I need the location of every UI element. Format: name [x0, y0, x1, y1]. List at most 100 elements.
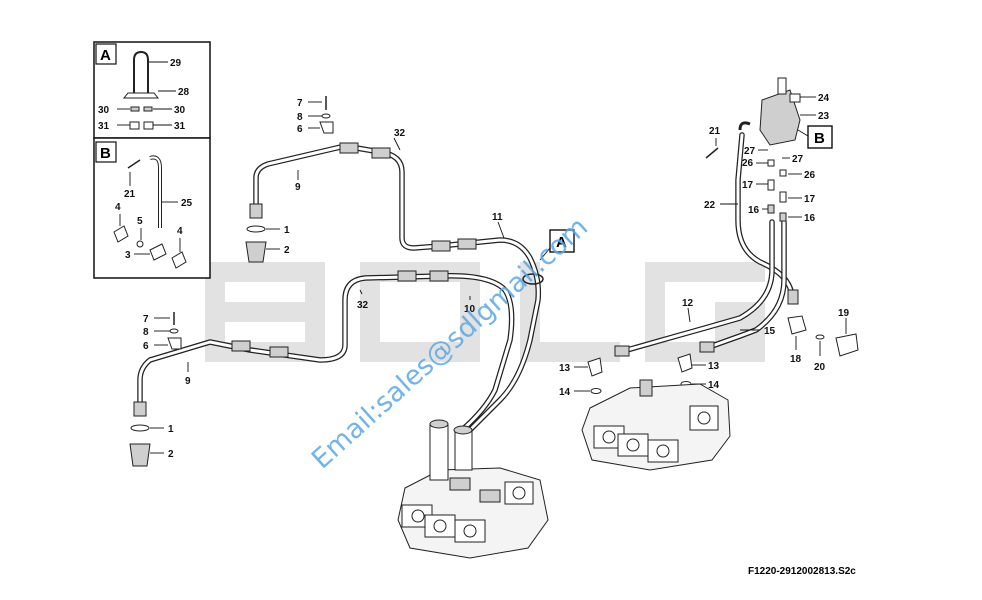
part-label-b5: 5: [137, 216, 143, 227]
part-label-31b: 31: [174, 121, 186, 132]
part-label-r16b: 16: [804, 213, 816, 224]
control-valve-left: [397, 419, 549, 559]
drawing-reference-code: F1220-2912002813.S2c: [748, 566, 856, 577]
o-ring-5: [136, 240, 144, 248]
part-label-25: 25: [181, 198, 193, 209]
part-label-30a: 30: [98, 105, 110, 116]
part-label-ll8: 8: [143, 327, 149, 338]
tee-19: [835, 333, 859, 357]
part-label-b4a: 4: [115, 202, 121, 213]
part-label-r26b: 26: [804, 170, 816, 181]
bolt-21-right: [705, 147, 719, 159]
part-label-30b: 30: [174, 105, 186, 116]
part-label-r18: 18: [790, 354, 802, 365]
part-label-31a: 31: [98, 121, 110, 132]
part-label-ll1: 1: [168, 424, 174, 435]
detail-a-label-box: [95, 43, 117, 65]
fitting-4b: [171, 251, 187, 269]
nut-31a: [129, 121, 140, 130]
part-label-r14a: 14: [559, 387, 571, 398]
part-label-r16a: 16: [748, 205, 760, 216]
part-label-11: 11: [492, 212, 503, 223]
hose-fitting-upper-2: [371, 147, 391, 159]
tee-3: [149, 243, 167, 261]
part-label-b21: 21: [124, 189, 136, 200]
part-label-r14b: 14: [708, 380, 720, 391]
plug-2-lower: [129, 443, 151, 467]
part-label-r17b: 17: [804, 194, 816, 205]
bolt-21: [127, 159, 141, 169]
part-label-ul2: 2: [284, 245, 290, 256]
fitting-26b: [779, 169, 787, 177]
part-label-ul6: 6: [297, 124, 303, 135]
plug-2-upper: [245, 241, 267, 263]
u-bolt-29: [133, 50, 149, 93]
hose-fitting-15: [699, 341, 715, 353]
part-label-28: 28: [178, 87, 190, 98]
elbow-13b: [677, 353, 693, 373]
fitting-26a: [767, 159, 775, 167]
adapter-17a: [767, 179, 775, 191]
lower-left-assembly: 7 8 6 32 10 9 1 2: [129, 270, 544, 467]
valve-port-right: [639, 379, 653, 397]
control-valve-right: [581, 379, 731, 471]
part-label-b3: 3: [125, 250, 131, 261]
detail-a-label: A: [100, 47, 111, 64]
part-label-ul8: 8: [297, 112, 303, 123]
part-label-r24: 24: [818, 93, 830, 104]
part-label-r22: 22: [704, 200, 716, 211]
detail-view-a: A 29 28 30 30 31 31: [93, 41, 211, 139]
hose-fitting-lower-1: [231, 340, 251, 352]
clamp-a-ring: [522, 273, 544, 285]
o-ring-14a: [590, 388, 602, 394]
detail-b-label: B: [100, 145, 111, 162]
part-label-ul9: 9: [295, 182, 301, 193]
callout-tag-b: B: [797, 125, 833, 149]
fitting-9-end-lower: [133, 401, 147, 417]
hose-fitting-12: [614, 345, 630, 357]
clamp-plate-28: [122, 92, 160, 99]
washer-1-upper: [246, 225, 266, 233]
part-label-r15: 15: [764, 326, 776, 337]
fitting-4a: [113, 225, 129, 243]
cap-24: [789, 93, 801, 103]
part-label-ll9: 9: [185, 376, 191, 387]
part-label-r20: 20: [814, 362, 826, 373]
callout-b-box: [807, 125, 833, 149]
part-label-ul32: 32: [394, 128, 406, 139]
nut-16a: [767, 204, 775, 214]
washer-8-upper: [321, 113, 331, 119]
callout-b-label: B: [814, 130, 825, 147]
detail-b-label-box: [95, 141, 117, 163]
hose-fitting-lower-4: [429, 270, 449, 282]
washer-30a: [130, 106, 140, 112]
hose-fitting-upper-3: [431, 240, 451, 252]
upper-left-assembly: 7 8 6 32 9 1 2 11: [245, 96, 542, 433]
joystick-body-23: [759, 89, 801, 146]
part-label-ul7: 7: [297, 98, 303, 109]
part-label-b4b: 4: [177, 226, 183, 237]
part-label-r17a: 17: [742, 180, 754, 191]
nut-16b: [779, 212, 787, 222]
part-label-ul1: 1: [284, 225, 290, 236]
washer-30b: [143, 106, 153, 112]
callout-a-label: A: [556, 234, 567, 251]
part-label-29: 29: [170, 58, 182, 69]
part-label-r19: 19: [838, 308, 850, 319]
part-label-ll2: 2: [168, 449, 174, 460]
clamp-6-lower: [167, 337, 182, 350]
part-label-ll7: 7: [143, 314, 149, 325]
part-label-r27b: 27: [792, 154, 804, 165]
detail-view-b: B 21 25 4 5 3 4: [93, 137, 211, 279]
clamp-6-upper: [319, 121, 334, 134]
hose-fitting-lower-3: [397, 270, 417, 282]
part-label-r13b: 13: [708, 361, 720, 372]
valve-port-left-1: [429, 424, 449, 481]
callout-a-box: [549, 229, 575, 253]
part-label-r21: 21: [709, 126, 721, 137]
part-label-ll10: 10: [464, 304, 476, 315]
fitting-9-end-upper: [249, 203, 263, 219]
elbow-13a: [587, 357, 603, 377]
part-label-ll32: 32: [357, 300, 369, 311]
